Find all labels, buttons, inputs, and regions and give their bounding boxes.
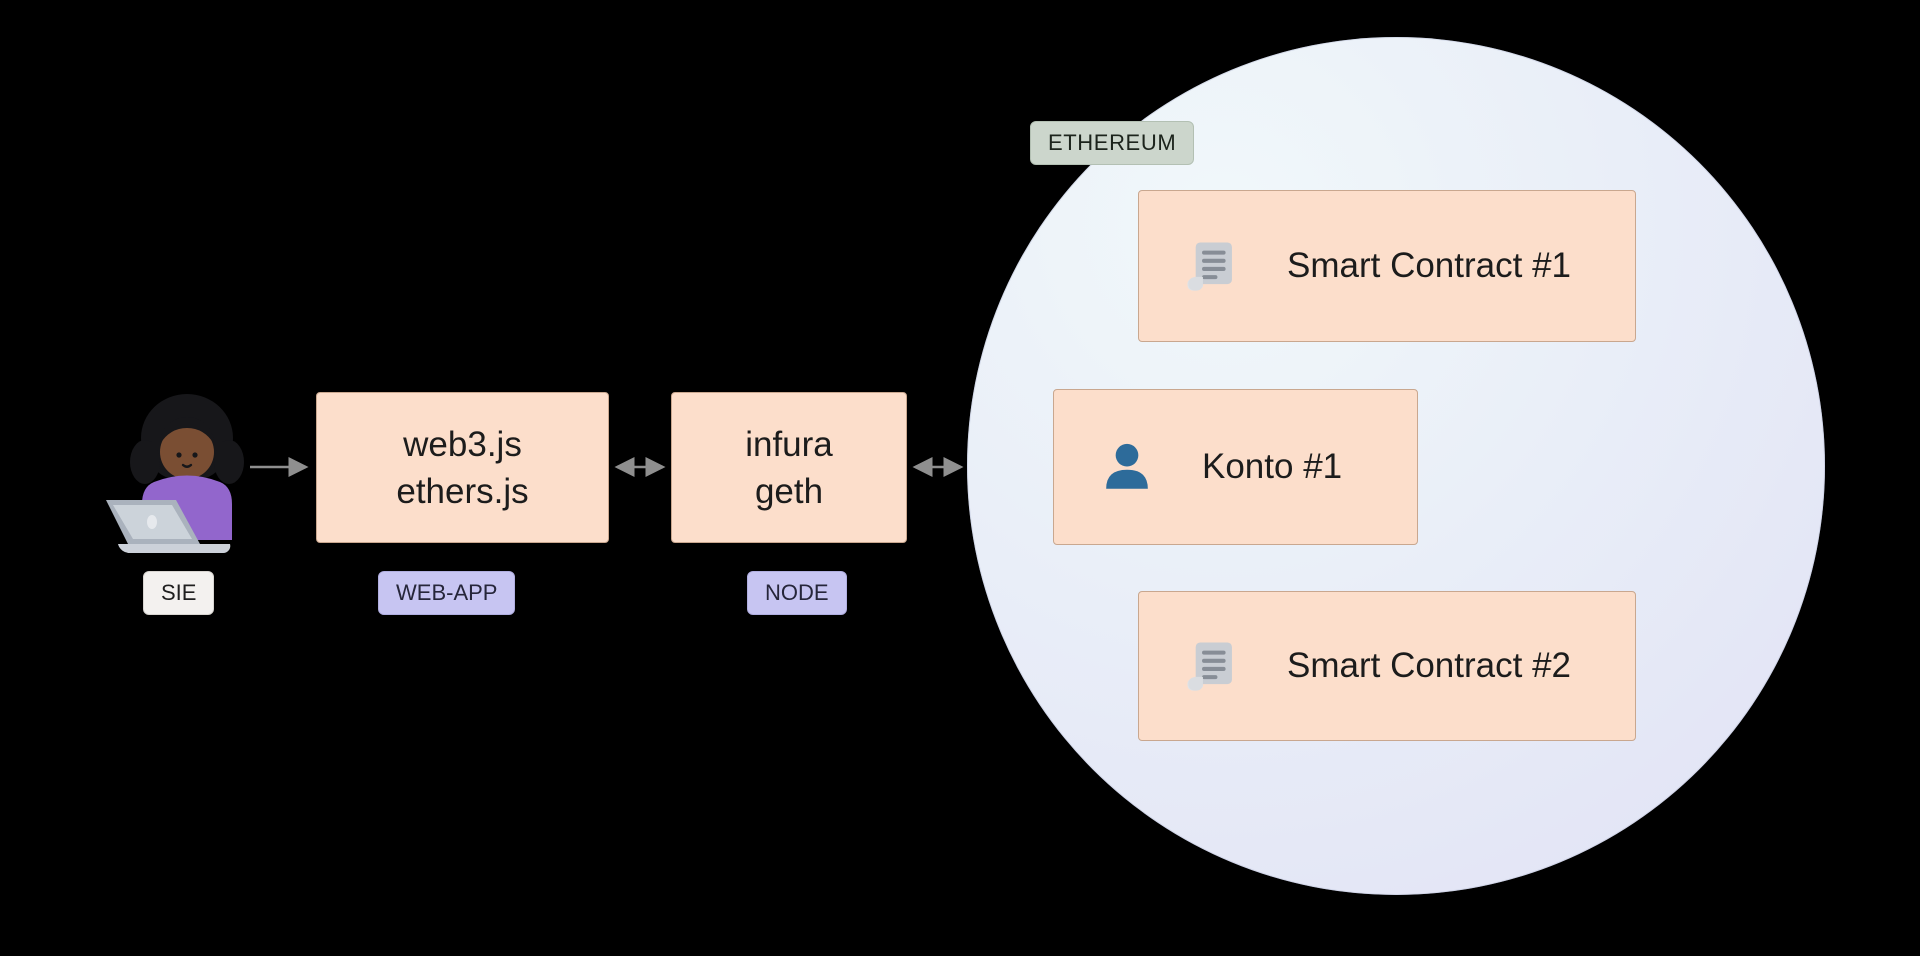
node-label: NODE: [747, 571, 847, 615]
user-label: SIE: [143, 571, 215, 615]
smart-contract-2-label: Smart Contract #2: [1287, 646, 1571, 685]
webapp-box: web3.js ethers.js: [316, 392, 609, 543]
smart-contract-1-box: Smart Contract #1: [1138, 190, 1636, 342]
ethereum-label: ETHEREUM: [1030, 121, 1195, 165]
smart-contract-1-label: Smart Contract #1: [1287, 246, 1571, 285]
webapp-label: WEB-APP: [378, 571, 516, 615]
node-box-line2: geth: [754, 471, 824, 511]
scroll-icon: [1183, 237, 1241, 295]
user-technologist-icon: [92, 388, 257, 566]
smart-contract-2-box: Smart Contract #2: [1138, 591, 1636, 741]
person-icon: [1098, 438, 1156, 496]
node-box-line1: infura: [745, 424, 833, 464]
node-box: infura geth: [671, 392, 907, 543]
scroll-icon: [1183, 637, 1241, 695]
konto-1-box: Konto #1: [1053, 389, 1418, 545]
webapp-box-line1: web3.js: [403, 424, 522, 464]
konto-1-label: Konto #1: [1202, 447, 1343, 486]
webapp-box-line2: ethers.js: [396, 471, 529, 511]
